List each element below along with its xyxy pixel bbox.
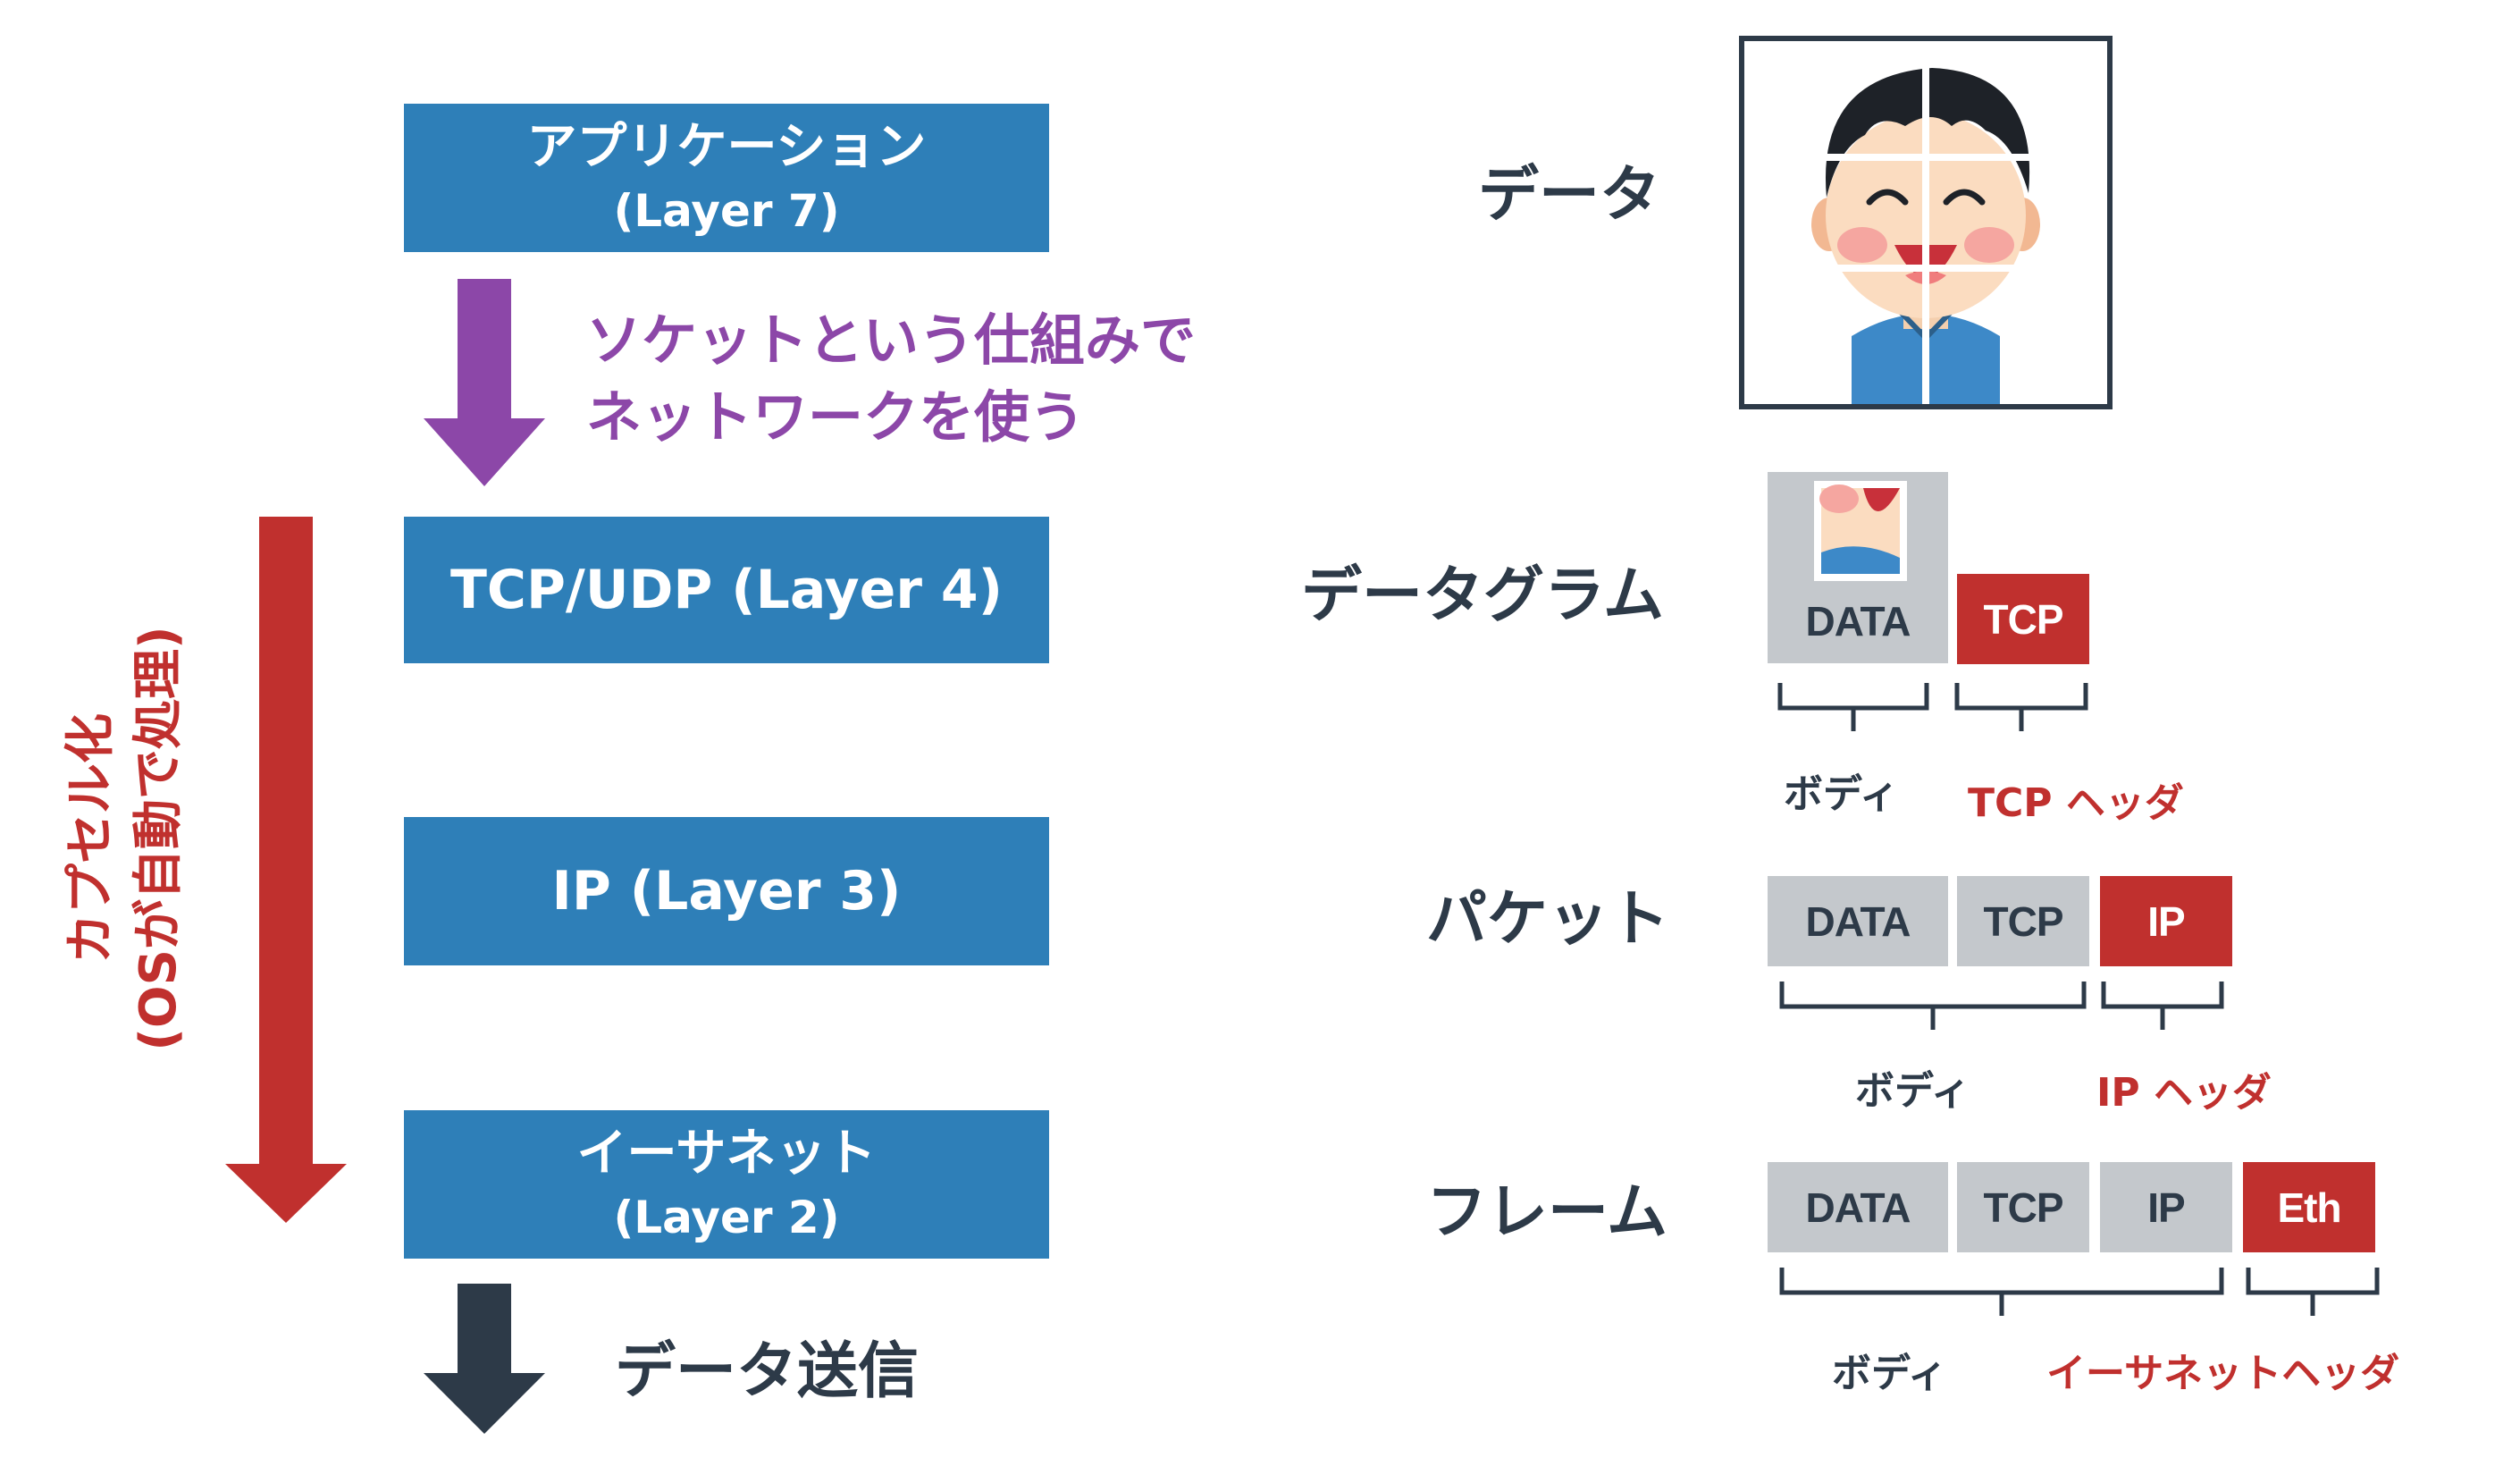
encapsulation-note-line2: (OSが自動で処理)	[130, 626, 188, 1051]
datagram-tcp-header: TCP	[1957, 574, 2089, 664]
layer-application: アプリケーション (Layer 7)	[404, 104, 1049, 252]
frame-ip-segment: IP	[2100, 1162, 2232, 1252]
datagram-header-brace	[1954, 683, 2088, 731]
smiling-boy-illustration-icon	[1744, 41, 2107, 404]
datagram-header-label: TCP ヘッダ	[1968, 780, 2184, 826]
layer-application-number: (Layer 7)	[613, 185, 840, 238]
encapsulation-note-line1: カプセル化	[62, 713, 120, 964]
packet-ip-header: IP	[2100, 876, 2232, 966]
layer-ethernet-name: イーサネット	[576, 1125, 877, 1184]
datagram-data-label: DATA	[1805, 598, 1911, 645]
packet-body-brace	[1779, 982, 2087, 1030]
layer-ethernet-number: (Layer 2)	[613, 1192, 840, 1244]
packet-tcp-segment: TCP	[1957, 876, 2089, 966]
layer-application-name: アプリケーション	[526, 118, 927, 177]
unit-data-label: データ	[1478, 160, 1661, 231]
layer-tcp-udp: TCP/UDP (Layer 4)	[404, 517, 1049, 663]
datagram-data-segment: DATA	[1768, 472, 1948, 663]
packet-header-label: IP ヘッダ	[2096, 1070, 2272, 1116]
packet-data-segment: DATA	[1768, 876, 1948, 966]
data-image	[1739, 36, 2113, 409]
datagram-data-thumbnail	[1814, 481, 1907, 581]
frame-eth-header: Eth	[2243, 1162, 2375, 1252]
packet-body-label: ボディ	[1855, 1068, 1970, 1114]
encapsulation-arrow-icon	[225, 517, 347, 1223]
layer-ethernet: イーサネット (Layer 2)	[404, 1110, 1049, 1259]
packet-header-brace	[2101, 982, 2224, 1030]
frame-header-brace	[2246, 1268, 2380, 1316]
layer-ip: IP (Layer 3)	[404, 817, 1049, 965]
unit-datagram-label: データグラム	[1301, 560, 1664, 631]
frame-body-label: ボディ	[1832, 1351, 1947, 1396]
send-arrow-icon	[424, 1284, 545, 1434]
send-label: データ送信	[615, 1336, 920, 1407]
unit-frame-label: フレーム	[1426, 1177, 1667, 1248]
socket-arrow-icon	[424, 279, 545, 486]
unit-packet-label: パケット	[1426, 884, 1670, 955]
face-fragment-icon	[1814, 481, 1907, 581]
socket-note-line2: ネットワークを使う	[586, 384, 1086, 450]
datagram-body-brace	[1777, 683, 1929, 731]
frame-header-label: イーサネットヘッダ	[2046, 1351, 2400, 1396]
layer-ip-name: IP (Layer 3)	[551, 859, 902, 923]
socket-note: ソケットという仕組みで ネットワークを使う	[586, 302, 1196, 456]
layer-tcp-udp-name: TCP/UDP (Layer 4)	[450, 558, 1003, 621]
socket-note-line1: ソケットという仕組みで	[586, 308, 1197, 373]
frame-body-brace	[1779, 1268, 2224, 1316]
datagram-body-label: ボディ	[1784, 771, 1899, 817]
frame-data-segment: DATA	[1768, 1162, 1948, 1252]
frame-tcp-segment: TCP	[1957, 1162, 2089, 1252]
